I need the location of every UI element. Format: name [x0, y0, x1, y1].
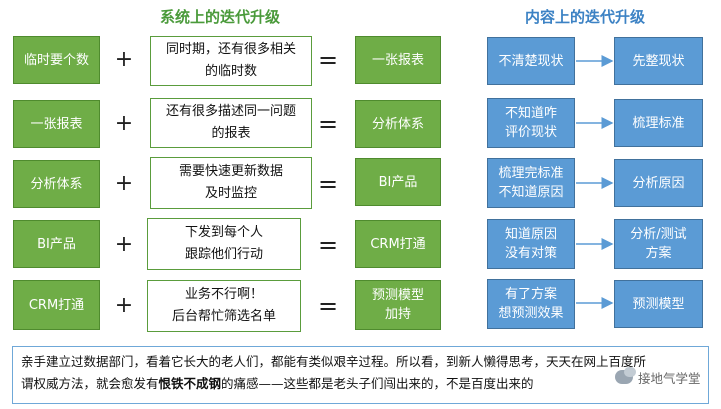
footer-line-2-end: 的痛感——这些都是老头子们闯出来的，不是百度出来的: [221, 376, 534, 391]
next-step-box: 分析原因: [614, 159, 703, 207]
plus-sign: +: [114, 171, 134, 196]
condition-box: 业务不行啊！ 后台帮忙筛选名单: [147, 280, 301, 332]
footer-emphasis: 恨铁不成钢: [158, 376, 222, 391]
current-state-box: 有了方案 想预测效果: [487, 279, 575, 329]
current-state-box: 不知道咋 评价现状: [487, 98, 575, 148]
footer-line-2-start: 谓权威方法，就会愈发有: [21, 376, 159, 391]
result-box: 预测模型 加持: [355, 280, 441, 330]
plus-sign: +: [114, 293, 134, 318]
equals-sign: =: [317, 46, 339, 74]
input-box: 一张报表: [13, 100, 100, 148]
condition-box: 需要快速更新数据 及时监控: [150, 157, 312, 209]
input-box: BI产品: [13, 220, 100, 268]
result-box: CRM打通: [355, 220, 441, 268]
input-box: CRM打通: [13, 280, 100, 330]
right-section-title: 内容上的迭代升级: [524, 8, 645, 26]
result-box: BI产品: [355, 158, 441, 206]
condition-box: 下发到每个人 跟踪他们行动: [147, 218, 301, 270]
current-state-box: 梳理完标准 不知道原因: [487, 158, 575, 208]
plus-sign: +: [114, 232, 134, 257]
footer-line-1: 亲手建立过数据部门，看着它长大的老人们，都能有类似艰辛过程。所以看，到新人懒得思…: [21, 354, 647, 369]
watermark-text: 接地气学堂: [638, 370, 701, 386]
plus-sign: +: [114, 111, 134, 136]
equals-sign: =: [317, 231, 339, 259]
input-box: 分析体系: [13, 160, 100, 208]
footer-note: 亲手建立过数据部门，看着它长大的老人们，都能有类似艰辛过程。所以看，到新人懒得思…: [12, 346, 709, 404]
equals-sign: =: [317, 170, 339, 198]
left-section-title: 系统上的迭代升级: [159, 8, 280, 26]
plus-sign: +: [114, 47, 134, 72]
condition-box: 还有很多描述同一问题 的报表: [150, 98, 312, 148]
watermark: 接地气学堂: [612, 367, 704, 387]
next-step-box: 分析/测试 方案: [614, 219, 703, 269]
next-step-box: 预测模型: [614, 280, 703, 328]
result-box: 一张报表: [355, 36, 441, 84]
current-state-box: 知道原因 没有对策: [487, 219, 575, 269]
equals-sign: =: [317, 292, 339, 320]
input-box: 临时要个数: [13, 36, 100, 84]
result-box: 分析体系: [355, 100, 441, 148]
equals-sign: =: [317, 110, 339, 138]
footer-line-2: 谓权威方法，就会愈发有恨铁不成钢的痛感——这些都是老头子们闯出来的，不是百度出来…: [21, 373, 700, 395]
wechat-icon: [615, 367, 636, 384]
current-state-box: 不清楚现状: [487, 37, 575, 85]
condition-box: 同时期，还有很多相关 的临时数: [150, 36, 312, 86]
next-step-box: 先整现状: [614, 37, 703, 85]
next-step-box: 梳理标准: [614, 99, 703, 147]
